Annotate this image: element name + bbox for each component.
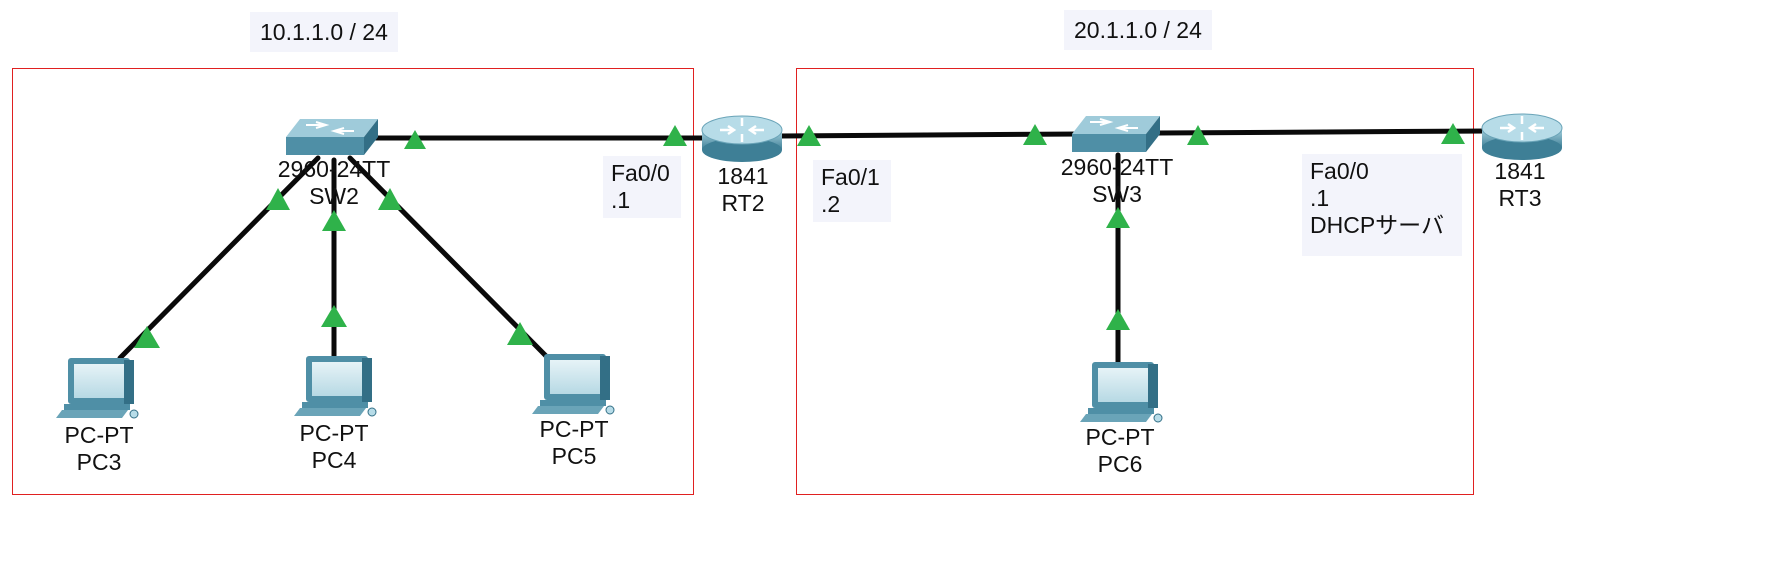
note-addr: .1 [1310, 185, 1330, 211]
device-model: 2960-24TT [1060, 154, 1174, 180]
link-light-icon [134, 326, 160, 348]
subnet-zone-left [12, 68, 694, 495]
device-name: RT2 [721, 190, 765, 216]
device-model: 1841 [717, 163, 769, 189]
device-label-sw2: 2960-24TT SW2 [278, 156, 391, 210]
link-sw2-pc5[interactable] [347, 155, 551, 361]
note-rt2-fa01: Fa0/1 .2 [813, 160, 891, 222]
link-light-icon [321, 305, 347, 327]
note-addr: .2 [821, 191, 841, 217]
link-light-icon [378, 188, 402, 210]
note-rt3-fa00: Fa0/0 .1 DHCPサーバ [1302, 154, 1462, 256]
link-lights [134, 123, 1465, 348]
link-light-icon [266, 188, 290, 210]
device-model: PC-PT [299, 420, 369, 446]
link-sw2-pc3[interactable] [117, 155, 321, 361]
link-light-icon [1441, 123, 1465, 144]
note-role: DHCPサーバ [1310, 212, 1444, 238]
subnet-label-right: 20.1.1.0 / 24 [1064, 10, 1212, 50]
device-name: PC4 [311, 447, 357, 473]
link-sw3-rt3[interactable] [1155, 128, 1493, 136]
pc3[interactable] [56, 358, 139, 419]
device-label-sw3: 2960-24TT SW3 [1061, 154, 1174, 208]
link-light-icon [507, 322, 533, 345]
link-light-icon [1023, 124, 1047, 145]
link-light-icon [797, 125, 821, 146]
device-label-rt3: 1841 RT3 [1494, 158, 1545, 212]
device-label-pc6: PC-PT PC6 [1086, 424, 1155, 478]
device-model: PC-PT [539, 416, 609, 442]
device-name: PC5 [551, 443, 597, 469]
device-model: 2960-24TT [277, 156, 391, 182]
link-light-icon [322, 210, 346, 231]
note-iface: Fa0/0 [611, 160, 670, 186]
note-rt2-fa00: Fa0/0 .1 [603, 156, 681, 218]
link-light-icon [1187, 125, 1209, 145]
device-name: SW3 [1092, 181, 1142, 207]
device-model: 1841 [1494, 158, 1546, 184]
link-light-icon [663, 125, 687, 146]
switch-sw3[interactable] [1072, 116, 1160, 152]
device-name: PC6 [1097, 451, 1143, 477]
device-label-pc3: PC-PT PC3 [65, 422, 134, 476]
device-name: RT3 [1498, 185, 1542, 211]
device-name: SW2 [309, 183, 359, 209]
link-light-icon [1106, 309, 1130, 330]
subnet-zone-right [796, 68, 1474, 495]
device-model: PC-PT [1085, 424, 1155, 450]
device-label-pc5: PC-PT PC5 [540, 416, 609, 470]
device-name: PC3 [76, 449, 122, 475]
note-iface: Fa0/1 [821, 164, 880, 190]
link-light-icon [404, 130, 426, 149]
router-rt2[interactable] [701, 115, 783, 162]
pc6[interactable] [1080, 362, 1163, 423]
subnet-label-left: 10.1.1.0 / 24 [250, 12, 398, 52]
device-label-pc4: PC-PT PC4 [300, 420, 369, 474]
pc5[interactable] [532, 354, 615, 415]
device-model: PC-PT [64, 422, 134, 448]
device-label-rt2: 1841 RT2 [717, 163, 768, 217]
note-addr: .1 [611, 187, 631, 213]
note-iface: Fa0/0 [1310, 158, 1369, 184]
pc4[interactable] [294, 356, 377, 417]
link-light-icon [1106, 207, 1130, 228]
switch-sw2[interactable] [286, 119, 378, 155]
router-rt3[interactable] [1481, 113, 1563, 160]
